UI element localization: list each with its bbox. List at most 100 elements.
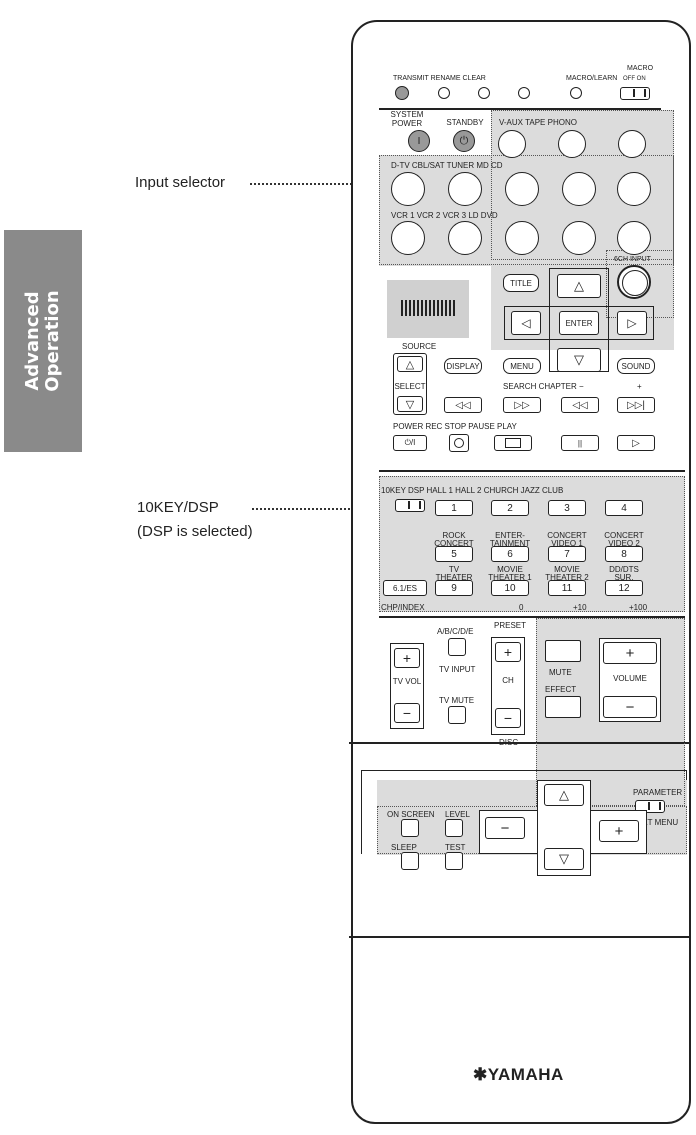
- 10key-dsp-switch[interactable]: [395, 499, 425, 512]
- ch-up-button[interactable]: +: [495, 642, 521, 662]
- bottom-down-button[interactable]: ▽: [544, 848, 584, 870]
- sound-button[interactable]: SOUND: [617, 358, 655, 374]
- dsp-program-button[interactable]: 5: [435, 546, 473, 562]
- up-button[interactable]: △: [557, 274, 601, 298]
- bottom-plus-button[interactable]: +: [599, 820, 639, 842]
- dsp-program-button[interactable]: 12: [605, 580, 643, 596]
- parameter-switch[interactable]: [635, 800, 665, 813]
- rename-button[interactable]: [438, 87, 450, 99]
- cd-button[interactable]: [617, 172, 651, 206]
- tv-vol-up-button[interactable]: +: [394, 648, 420, 668]
- chapter-forward-button[interactable]: ▷▷|: [617, 397, 655, 413]
- search-back-button[interactable]: ◁◁: [444, 397, 482, 413]
- level-button[interactable]: [445, 819, 463, 837]
- transmit-indicator: [395, 86, 409, 100]
- dsp-program-button[interactable]: 7: [548, 546, 586, 562]
- es-button[interactable]: 6.1/ES: [383, 580, 427, 596]
- dsp-program-label: ENTER- TAINMENT: [489, 531, 531, 548]
- dsp-program-label: MOVIE THEATER 2: [545, 565, 589, 582]
- yamaha-logo: ✱YAMAHA: [473, 1065, 564, 1084]
- 6ch-input-button[interactable]: [617, 265, 651, 299]
- label-macro: MACRO: [627, 65, 654, 72]
- enter-button[interactable]: ENTER: [559, 311, 599, 335]
- system-power-button[interactable]: I: [408, 130, 430, 152]
- dsp-program-button[interactable]: 2: [491, 500, 529, 516]
- dsp-program-button[interactable]: 11: [548, 580, 586, 596]
- left-button[interactable]: ◁: [511, 311, 541, 335]
- menu-button[interactable]: MENU: [503, 358, 541, 374]
- tuner-button[interactable]: [505, 172, 539, 206]
- dsp-program-label: MOVIE THEATER 1: [488, 565, 532, 582]
- source-up-button[interactable]: △: [397, 356, 423, 372]
- abcde-button[interactable]: [448, 638, 466, 656]
- tv-mute-button[interactable]: [448, 706, 466, 724]
- dsp-program-label: DD/DTS SUR.: [609, 565, 639, 582]
- search-forward-button[interactable]: ▷▷: [503, 397, 541, 413]
- standby-button[interactable]: ⏻: [453, 130, 475, 152]
- source-down-button[interactable]: ▽: [397, 396, 423, 412]
- title-button[interactable]: TITLE: [503, 274, 539, 292]
- tuning-fork-icon: ✱: [473, 1065, 488, 1084]
- dsp-program-label: ROCK CONCERT: [434, 531, 474, 548]
- bottom-up-button[interactable]: △: [544, 784, 584, 806]
- display-button[interactable]: DISPLAY: [444, 358, 482, 374]
- cbl-sat-button[interactable]: [448, 172, 482, 206]
- label-standby: STANDBY: [446, 118, 484, 127]
- d-tv-button[interactable]: [391, 172, 425, 206]
- label-mute: MUTE: [549, 668, 572, 677]
- volume-dotted: [536, 618, 685, 806]
- sleep-button[interactable]: [401, 852, 419, 870]
- tv-vol-down-button[interactable]: −: [394, 703, 420, 723]
- vcr1-button[interactable]: [391, 221, 425, 255]
- dsp-program-button[interactable]: 8: [605, 546, 643, 562]
- dsp-program-button[interactable]: 10: [491, 580, 529, 596]
- dsp-program-button[interactable]: 9: [435, 580, 473, 596]
- chapter-back-button[interactable]: ◁◁: [561, 397, 599, 413]
- phono-button[interactable]: [618, 130, 646, 158]
- label-chapter-plus: +: [637, 382, 642, 391]
- top-button-4[interactable]: [518, 87, 530, 99]
- volume-up-button[interactable]: +: [603, 642, 657, 664]
- mute-button[interactable]: [545, 640, 581, 662]
- label-tv-vol: TV VOL: [392, 677, 422, 686]
- tape-button[interactable]: [558, 130, 586, 158]
- macro-learn-button[interactable]: [570, 87, 582, 99]
- label-off-on: OFF ON: [623, 76, 646, 82]
- on-screen-button[interactable]: [401, 819, 419, 837]
- dsp-program-button[interactable]: 6: [491, 546, 529, 562]
- dsp-program-button[interactable]: 1: [435, 500, 473, 516]
- stop-button[interactable]: [494, 435, 532, 451]
- bottom-minus-button[interactable]: −: [485, 817, 525, 839]
- dsp-program-button[interactable]: 3: [548, 500, 586, 516]
- volume-down-button[interactable]: −: [603, 696, 657, 718]
- vcr2-button[interactable]: [448, 221, 482, 255]
- player-power-button[interactable]: ⏻/I: [393, 435, 427, 451]
- macro-switch[interactable]: [620, 87, 650, 100]
- clear-button[interactable]: [478, 87, 490, 99]
- ch-down-button[interactable]: −: [495, 708, 521, 728]
- callout-line-10key-dsp: [252, 508, 382, 510]
- v-aux-button[interactable]: [498, 130, 526, 158]
- dsp-program-label: TV THEATER: [435, 565, 473, 582]
- label-abcde: A/B/C/D/E: [437, 627, 474, 636]
- down-button[interactable]: ▽: [557, 348, 601, 372]
- label-plus100: +100: [629, 603, 648, 612]
- dvd-button[interactable]: [617, 221, 651, 255]
- test-button[interactable]: [445, 852, 463, 870]
- dsp-dotted: [379, 476, 685, 612]
- dsp-program-label: CONCERT VIDEO 1: [547, 531, 587, 548]
- rec-button[interactable]: [449, 434, 469, 452]
- vcr3-button[interactable]: [505, 221, 539, 255]
- label-6ch-input: 6CH INPUT: [614, 256, 651, 263]
- label-macro-learn: MACRO/LEARN: [566, 75, 618, 82]
- label-chp-index: CHP/INDEX: [381, 603, 425, 612]
- divider-2: [379, 470, 685, 472]
- pause-button[interactable]: ||: [561, 435, 599, 451]
- play-button[interactable]: ▷: [617, 435, 655, 451]
- md-button[interactable]: [562, 172, 596, 206]
- dsp-program-button[interactable]: 4: [605, 500, 643, 516]
- effect-button[interactable]: [545, 696, 581, 718]
- right-button[interactable]: ▷: [617, 311, 647, 335]
- ld-button[interactable]: [562, 221, 596, 255]
- label-input-row1: V-AUX TAPE PHONO: [499, 118, 577, 127]
